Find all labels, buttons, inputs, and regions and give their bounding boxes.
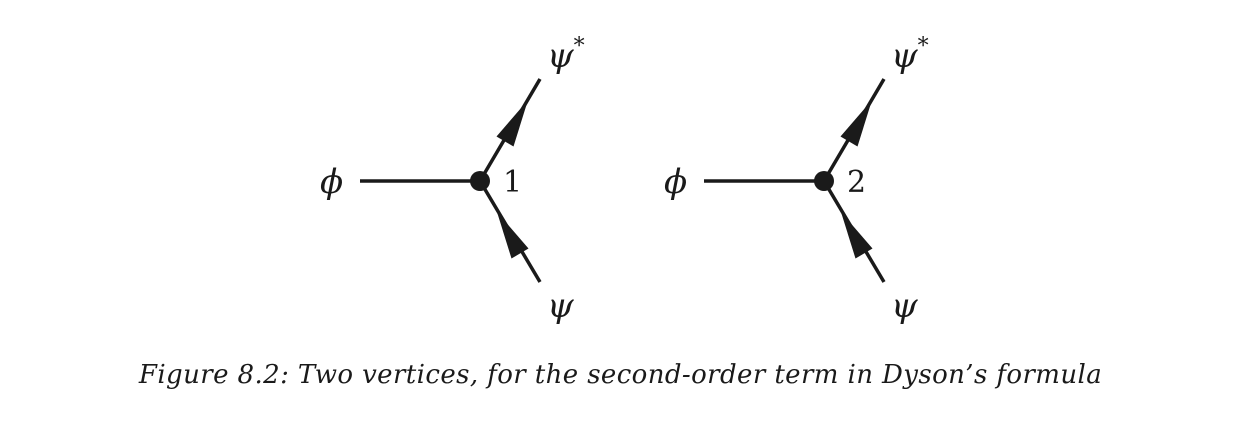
vertex-1-incoming-label: ψ <box>547 286 574 326</box>
vertex-1-outgoing-field: ψ <box>547 36 574 76</box>
vertex-1-number: 1 <box>503 165 522 200</box>
figure-caption: Figure 8.2: Two vertices, for the second… <box>138 360 1103 390</box>
vertex-1-dot <box>470 171 490 191</box>
vertex-1-outgoing-label: ψ* <box>547 34 585 76</box>
vertex-2-scalar-label: ϕ <box>664 162 687 202</box>
vertex-2-outgoing-label: ψ* <box>891 34 929 76</box>
vertex-2-number: 2 <box>847 165 866 200</box>
vertex-2-outgoing-superscript: * <box>918 34 929 59</box>
vertex-2-outgoing-field: ψ <box>891 36 918 76</box>
vertex-2-group: ϕ ψ* ψ 2 <box>664 34 929 326</box>
feynman-vertices-diagram: ϕ ψ* ψ 1 ϕ ψ* ψ 2 <box>320 34 929 326</box>
vertex-2-dot <box>814 171 834 191</box>
vertex-2-incoming-arrow <box>841 212 873 259</box>
vertex-1-scalar-label: ϕ <box>320 162 343 202</box>
vertex-2-outgoing-arrow <box>840 100 872 147</box>
vertex-1-group: ϕ ψ* ψ 1 <box>320 34 585 326</box>
vertex-1-outgoing-arrow <box>496 100 528 147</box>
vertex-2-incoming-label: ψ <box>891 286 918 326</box>
vertex-1-outgoing-superscript: * <box>574 34 585 59</box>
vertex-1-incoming-arrow <box>497 212 529 259</box>
